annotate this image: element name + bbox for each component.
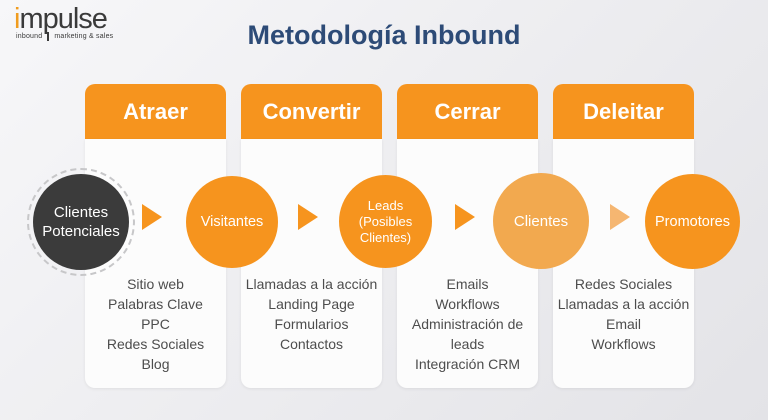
stage-card-convertir: Llamadas a la acción Landing Page Formul… <box>241 139 382 388</box>
circle-leads: Leads (Posibles Clientes) <box>339 175 432 268</box>
logo-rest-letters: mpulse <box>19 3 107 35</box>
tactics-list-convertir: Llamadas a la acción Landing Page Formul… <box>241 274 382 354</box>
circle-label: Clientes <box>513 212 569 230</box>
stage-header-deleitar: Deleitar <box>553 84 694 139</box>
tactic-item: Contactos <box>279 336 344 352</box>
impulse-logo: impulse inbound marketing & sales <box>14 4 113 41</box>
entry-circle-dashed-ring <box>27 168 135 276</box>
logo-tagline-right: marketing & sales <box>54 33 114 40</box>
logo-tagline: inbound marketing & sales <box>16 32 113 41</box>
circle-label: Leads (Posibles Clientes) <box>358 197 413 245</box>
tactic-item: Landing Page <box>268 296 355 312</box>
stage-header-cerrar: Cerrar <box>397 84 538 139</box>
circle-label: Visitantes <box>200 214 264 230</box>
logo-tagline-left: inbound <box>16 33 43 40</box>
tactic-item: Blog <box>141 356 170 372</box>
stage-column-convertir: Convertir Llamadas a la acción Landing P… <box>241 84 382 388</box>
tactic-item: Integración CRM <box>414 356 521 372</box>
tactics-list-atraer: Sitio web Palabras Clave PPC Redes Socia… <box>85 274 226 374</box>
tactics-list-deleitar: Redes Sociales Llamadas a la acción Emai… <box>553 274 694 354</box>
tactic-item: Redes Sociales <box>106 336 205 352</box>
tactic-item: Workflows <box>435 296 500 312</box>
stage-header-convertir: Convertir <box>241 84 382 139</box>
logo-accent-letter: i <box>14 3 21 35</box>
tactic-item: Llamadas a la acción <box>557 296 690 312</box>
tagline-divider <box>47 32 50 41</box>
stage-card-cerrar: Emails Workflows Administración de leads… <box>397 139 538 388</box>
page-title: Metodología Inbound <box>247 20 521 50</box>
tactic-item: Workflows <box>591 336 656 352</box>
stage-header-atraer: Atraer <box>85 84 226 139</box>
tactic-item: PPC <box>141 316 170 332</box>
tactic-item: Email <box>605 316 641 332</box>
tactic-item: Emails <box>446 276 489 292</box>
tactic-item: Palabras Clave <box>108 296 203 312</box>
circle-clientes: Clientes <box>493 173 589 269</box>
stage-card-atraer: Sitio web Palabras Clave PPC Redes Socia… <box>85 139 226 388</box>
tactic-item: Formularios <box>274 316 349 332</box>
circle-promotores: Promotores <box>645 174 740 269</box>
circle-label: Clientes Potenciales <box>42 204 120 240</box>
circle-visitantes: Visitantes <box>186 176 278 268</box>
stage-column-atraer: Atraer Sitio web Palabras Clave PPC Rede… <box>85 84 226 388</box>
logo-wordmark: impulse <box>14 4 113 34</box>
tactic-item: Redes Sociales <box>574 276 673 292</box>
tactics-list-cerrar: Emails Workflows Administración de leads… <box>397 274 538 374</box>
tactic-item: Sitio web <box>127 276 184 292</box>
circle-clientes-potenciales: Clientes Potenciales <box>33 174 129 270</box>
circle-label: Promotores <box>655 213 730 230</box>
tactic-item: Llamadas a la acción <box>245 276 378 292</box>
tactic-item: Administración de leads <box>411 316 524 352</box>
